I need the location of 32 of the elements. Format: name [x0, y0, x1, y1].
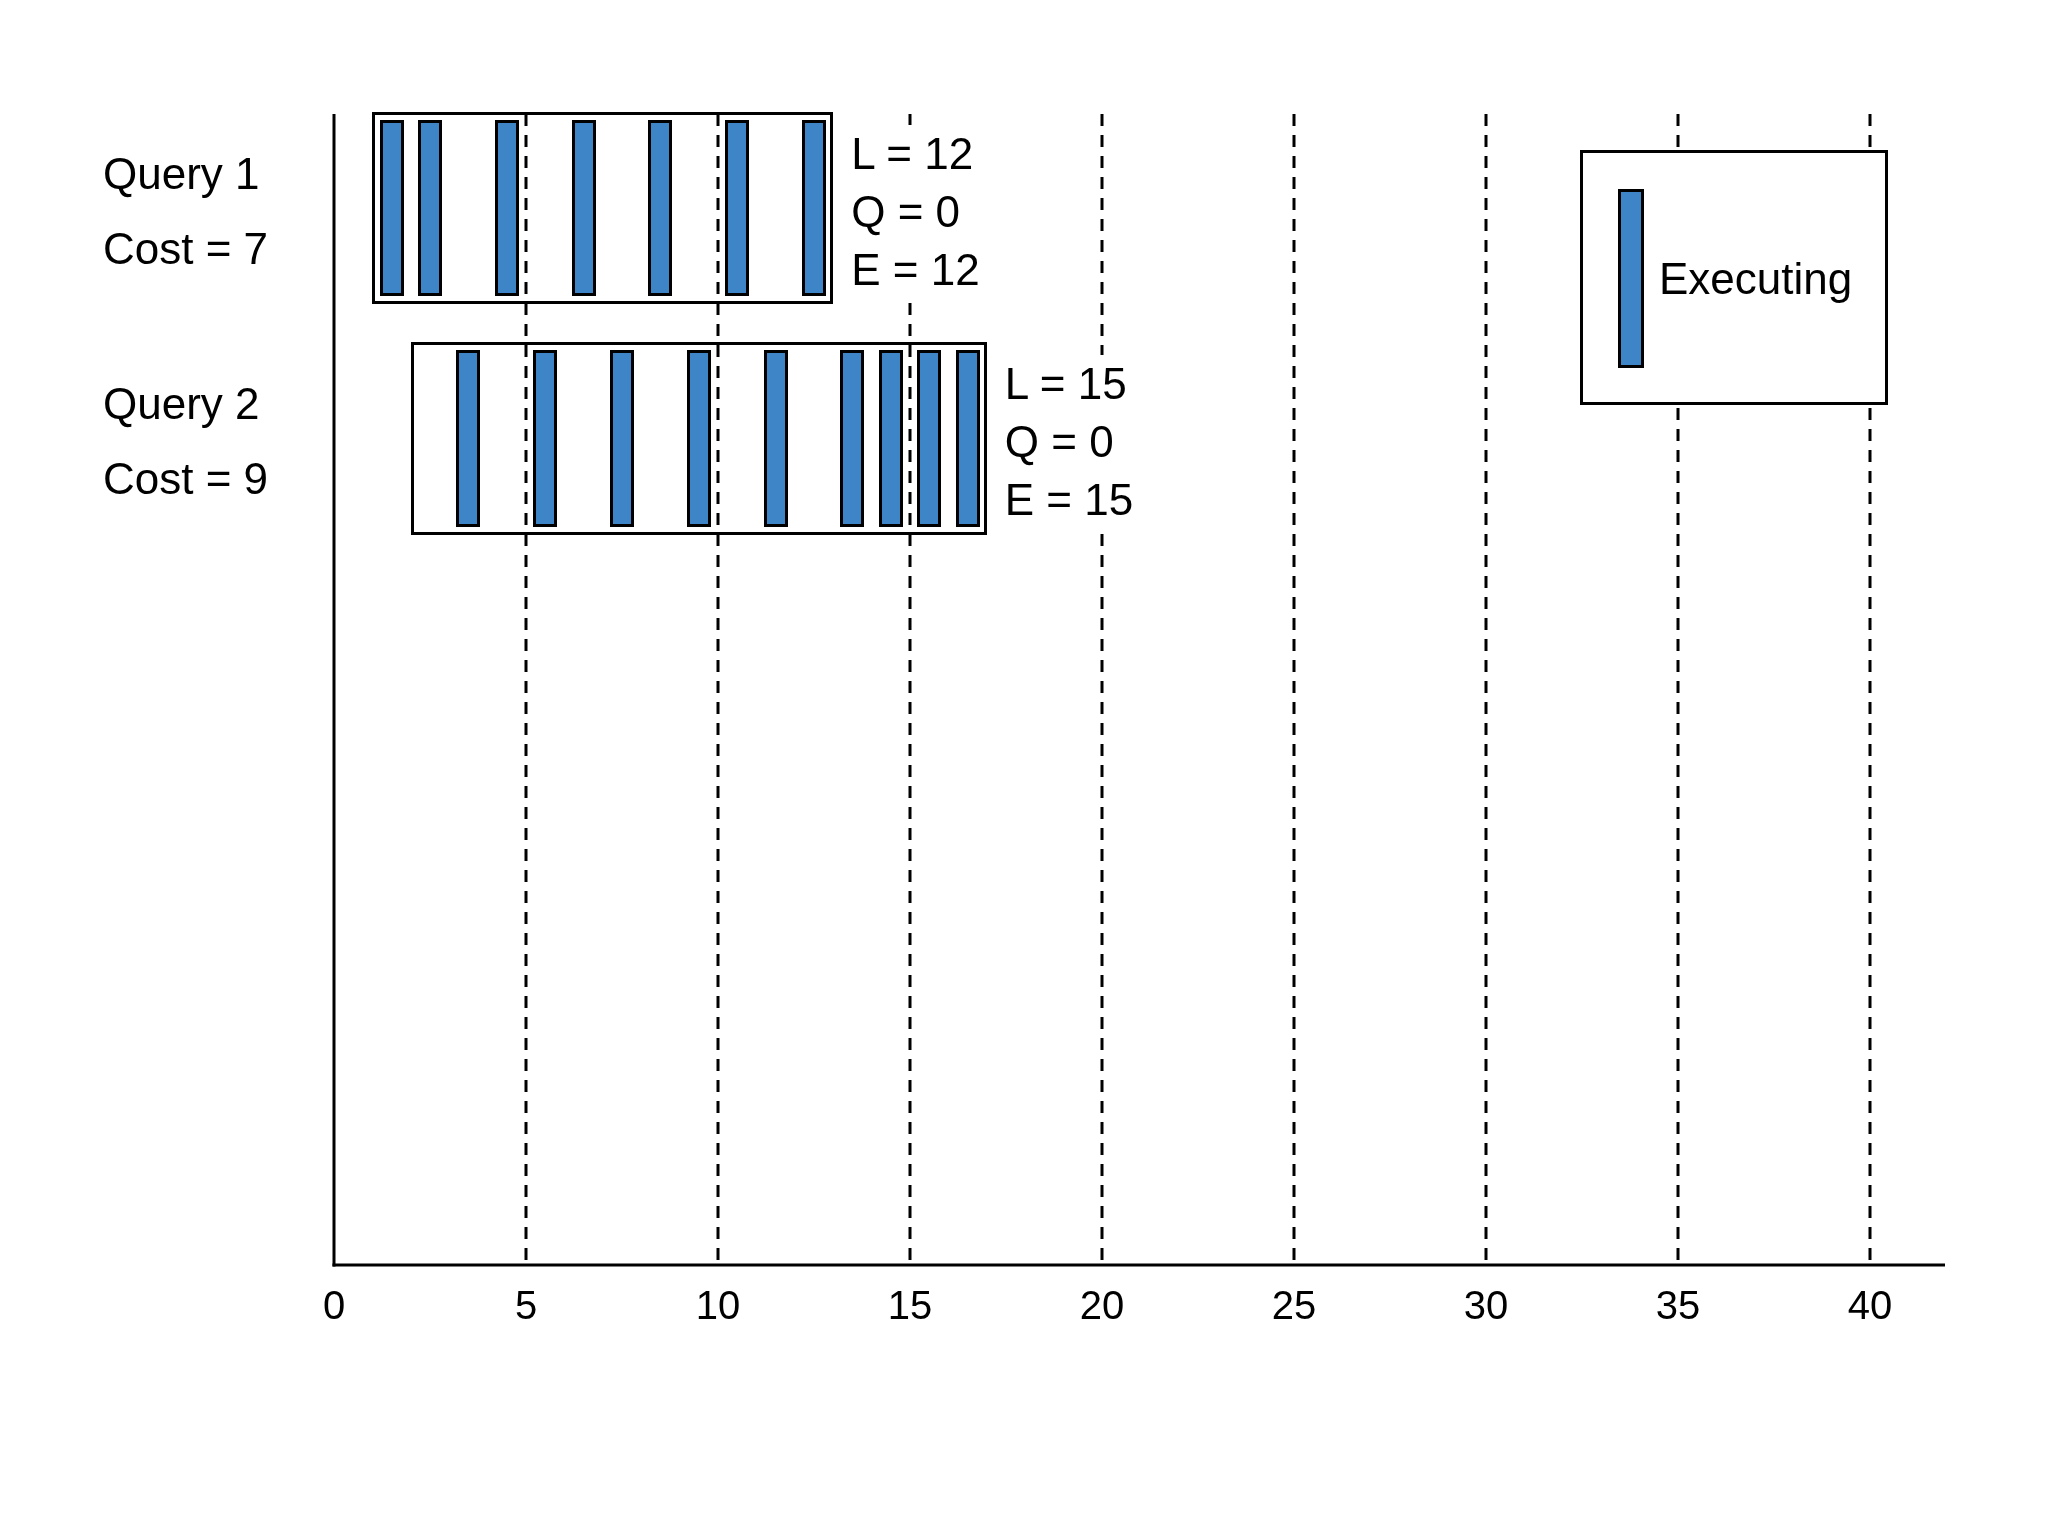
execution-bar	[571, 120, 596, 296]
execution-bar	[418, 120, 442, 296]
axis-tick-label: 5	[514, 1282, 538, 1329]
query-frame	[410, 342, 987, 535]
execution-bar	[494, 120, 519, 296]
execution-bar	[686, 350, 711, 527]
axis-tick-label: 30	[1463, 1282, 1509, 1329]
execution-bar	[802, 120, 826, 296]
execution-bar	[610, 350, 634, 527]
axis-tick-label: 0	[322, 1282, 346, 1329]
execution-bar	[878, 350, 903, 527]
axis-tick-label: 25	[1271, 1282, 1317, 1329]
cost-label: Cost = 9	[103, 453, 269, 505]
cost-label: Cost = 7	[103, 223, 269, 275]
execution-bar	[763, 350, 788, 527]
axis-tick-label: 20	[1079, 1282, 1125, 1329]
axis-tick-label: 35	[1655, 1282, 1701, 1329]
row-label: Query 1	[103, 148, 260, 200]
legend-label: Executing	[1659, 253, 1853, 305]
execution-bar	[456, 350, 481, 527]
execution-bar	[917, 350, 942, 527]
query-frame	[372, 112, 834, 304]
axis-tick-label: 15	[887, 1282, 933, 1329]
execution-bar	[955, 350, 980, 527]
execution-bar	[533, 350, 558, 527]
execution-bar	[725, 120, 750, 296]
axis-tick-label: 10	[695, 1282, 741, 1329]
axis-tick-label: 40	[1847, 1282, 1893, 1329]
execution-bar	[648, 120, 673, 296]
row-label: Query 2	[103, 378, 260, 430]
execution-bar	[840, 350, 865, 527]
execution-bar	[379, 120, 404, 296]
